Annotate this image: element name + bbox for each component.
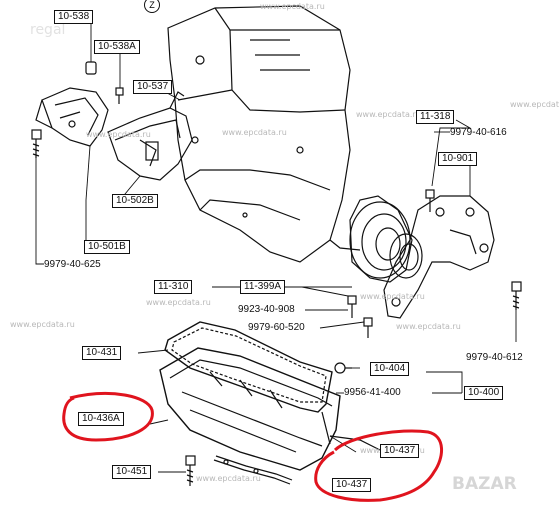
bolt-9979-40-616	[425, 189, 435, 212]
part-label-10-538[interactable]: 10-538	[54, 10, 94, 24]
mount-frame-bracket	[107, 91, 193, 181]
part-label-10-451[interactable]: 10-451	[112, 465, 152, 479]
oil-pan	[159, 347, 341, 471]
part-label-10-436a[interactable]: 10-436A	[78, 412, 124, 426]
highlight-annotations	[62, 392, 443, 502]
watermark-site: www.epcdata.ru	[196, 474, 261, 483]
watermark-site: www.epcdata.ru	[10, 320, 75, 329]
bolt-9979-40-612	[511, 281, 522, 310]
part-label-9979-40-625[interactable]: 9979-40-625	[44, 259, 101, 270]
highlight-oval-10436a	[62, 392, 154, 442]
part-label-10-901[interactable]: 10-901	[438, 152, 478, 166]
part-label-11-310[interactable]: 11-310	[154, 280, 193, 294]
part-label-11-399a[interactable]: 11-399A	[240, 280, 286, 294]
drain-plug	[334, 362, 352, 374]
part-label-9979-60-520[interactable]: 9979-60-520	[248, 322, 305, 333]
part-label-10-400[interactable]: 10-400	[464, 386, 504, 400]
part-label-9979-40-616[interactable]: 9979-40-616	[450, 127, 507, 138]
part-label-10-437-lower[interactable]: 10-437	[332, 478, 372, 492]
watermark-site: www.epcdata.ru	[86, 130, 151, 139]
rear-end-plate	[383, 195, 495, 319]
view-marker-z: Z	[144, 0, 160, 13]
bolt-10451	[185, 455, 196, 486]
bolt-9979-60-520	[363, 317, 373, 338]
bolt-9979-40-625	[31, 129, 42, 158]
leader-lines	[35, 24, 517, 473]
watermark-site: www.epcdata.ru	[360, 292, 425, 301]
part-label-10-537[interactable]: 10-537	[133, 80, 173, 94]
gasket-strip-10437	[213, 435, 381, 485]
watermark-brand-bottom: BAZAR	[452, 474, 517, 494]
part-label-10-404[interactable]: 10-404	[370, 362, 410, 376]
highlight-oval-10437	[314, 429, 443, 502]
bolt-9923-40-908	[347, 295, 357, 318]
engine-mount-bracket	[35, 87, 109, 147]
part-label-10-431[interactable]: 10-431	[82, 346, 122, 360]
small-rubber-mount	[85, 61, 97, 75]
small-bolt-10538a	[115, 87, 124, 104]
part-label-9979-40-612[interactable]: 9979-40-612	[466, 352, 523, 363]
part-label-10-538a[interactable]: 10-538A	[94, 40, 140, 54]
watermark-site: www.epcdata.ru	[146, 298, 211, 307]
engine-block	[167, 5, 361, 263]
oil-seal	[389, 233, 423, 279]
watermark-site: www.epcdata.ru	[510, 100, 559, 109]
part-label-10-502b[interactable]: 10-502B	[112, 194, 158, 208]
watermark-site: www.epcdata.ru	[222, 128, 287, 137]
part-label-10-437-upper[interactable]: 10-437	[380, 444, 420, 458]
watermark-brand-top: regal	[30, 22, 66, 38]
rear-oil-seal-housing	[349, 195, 413, 283]
watermark-site: www.epcdata.ru	[260, 2, 325, 11]
part-label-10-501b[interactable]: 10-501B	[84, 240, 130, 254]
watermark-site: www.epcdata.ru	[356, 110, 421, 119]
part-label-11-318[interactable]: 11-318	[416, 110, 455, 124]
oil-pan-gasket	[164, 321, 333, 413]
watermark-site: www.epcdata.ru	[396, 322, 461, 331]
part-label-9956-41-400[interactable]: 9956-41-400	[344, 387, 401, 398]
part-label-9923-40-908[interactable]: 9923-40-908	[238, 304, 295, 315]
